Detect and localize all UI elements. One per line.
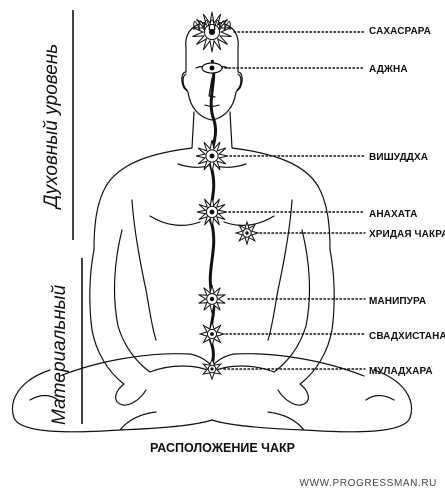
- chakra-symbol-manipura: [198, 284, 226, 314]
- lower-leg-lines: [119, 411, 305, 431]
- arm-right: [299, 249, 335, 385]
- chakra-symbol-svadhisthana: [198, 320, 226, 348]
- spiritual-level-label: Духовный уровень: [41, 43, 62, 208]
- crown-lotus-icon: [193, 19, 231, 31]
- chakra-label-ajna: АДЖНА: [369, 64, 408, 75]
- chakra-symbol-sahasrara: [192, 11, 232, 53]
- shoulders: [93, 147, 331, 251]
- neck: [191, 111, 233, 149]
- material-level-label: Материальный: [49, 284, 70, 425]
- chakra-symbol-vishuddha: [195, 139, 229, 173]
- diagram-caption: РАСПОЛОЖЕНИЕ ЧАКР: [150, 441, 295, 455]
- chest-right: [223, 215, 275, 226]
- chakra-symbol-ajna: [201, 62, 223, 74]
- legs-inner-right: [211, 353, 365, 377]
- chakra-symbol-muladhara: [202, 357, 222, 381]
- site-url: WWW.PROGRESSMAN.RU: [299, 478, 437, 489]
- ear-right: [236, 73, 242, 91]
- chakra-label-svadhisthana: СВАДХИСТАНА: [369, 331, 445, 342]
- chakra-label-hridaya: ХРИДАЯ ЧАКРА: [369, 229, 445, 240]
- chakra-label-sahasrara: САХАСРАРА: [369, 26, 431, 37]
- chakra-label-manipura: МАНИПУРА: [369, 296, 427, 307]
- legs-inner-left: [59, 353, 213, 377]
- torso-right: [267, 199, 293, 341]
- ear-left: [182, 73, 188, 91]
- hand-left: [115, 383, 147, 406]
- arm-left: [89, 249, 125, 385]
- chakra-symbol-hridaya: [234, 220, 260, 246]
- leader-lines: [220, 31, 366, 370]
- torso-left: [131, 199, 157, 341]
- chest-left: [149, 215, 201, 226]
- chakra-label-anahata: АНАХАТА: [369, 209, 418, 220]
- hand-right: [277, 383, 309, 406]
- chakra-icons: [192, 11, 260, 381]
- arm-left-inner: [113, 229, 151, 373]
- arm-right-inner: [273, 229, 311, 373]
- legs-outer: [12, 369, 412, 433]
- chakra-label-muladhara: МУЛАДХАРА: [369, 366, 433, 377]
- chakra-label-vishuddha: ВИШУДДХА: [369, 152, 429, 163]
- chakra-symbol-anahata: [196, 196, 228, 228]
- knees: [29, 394, 395, 401]
